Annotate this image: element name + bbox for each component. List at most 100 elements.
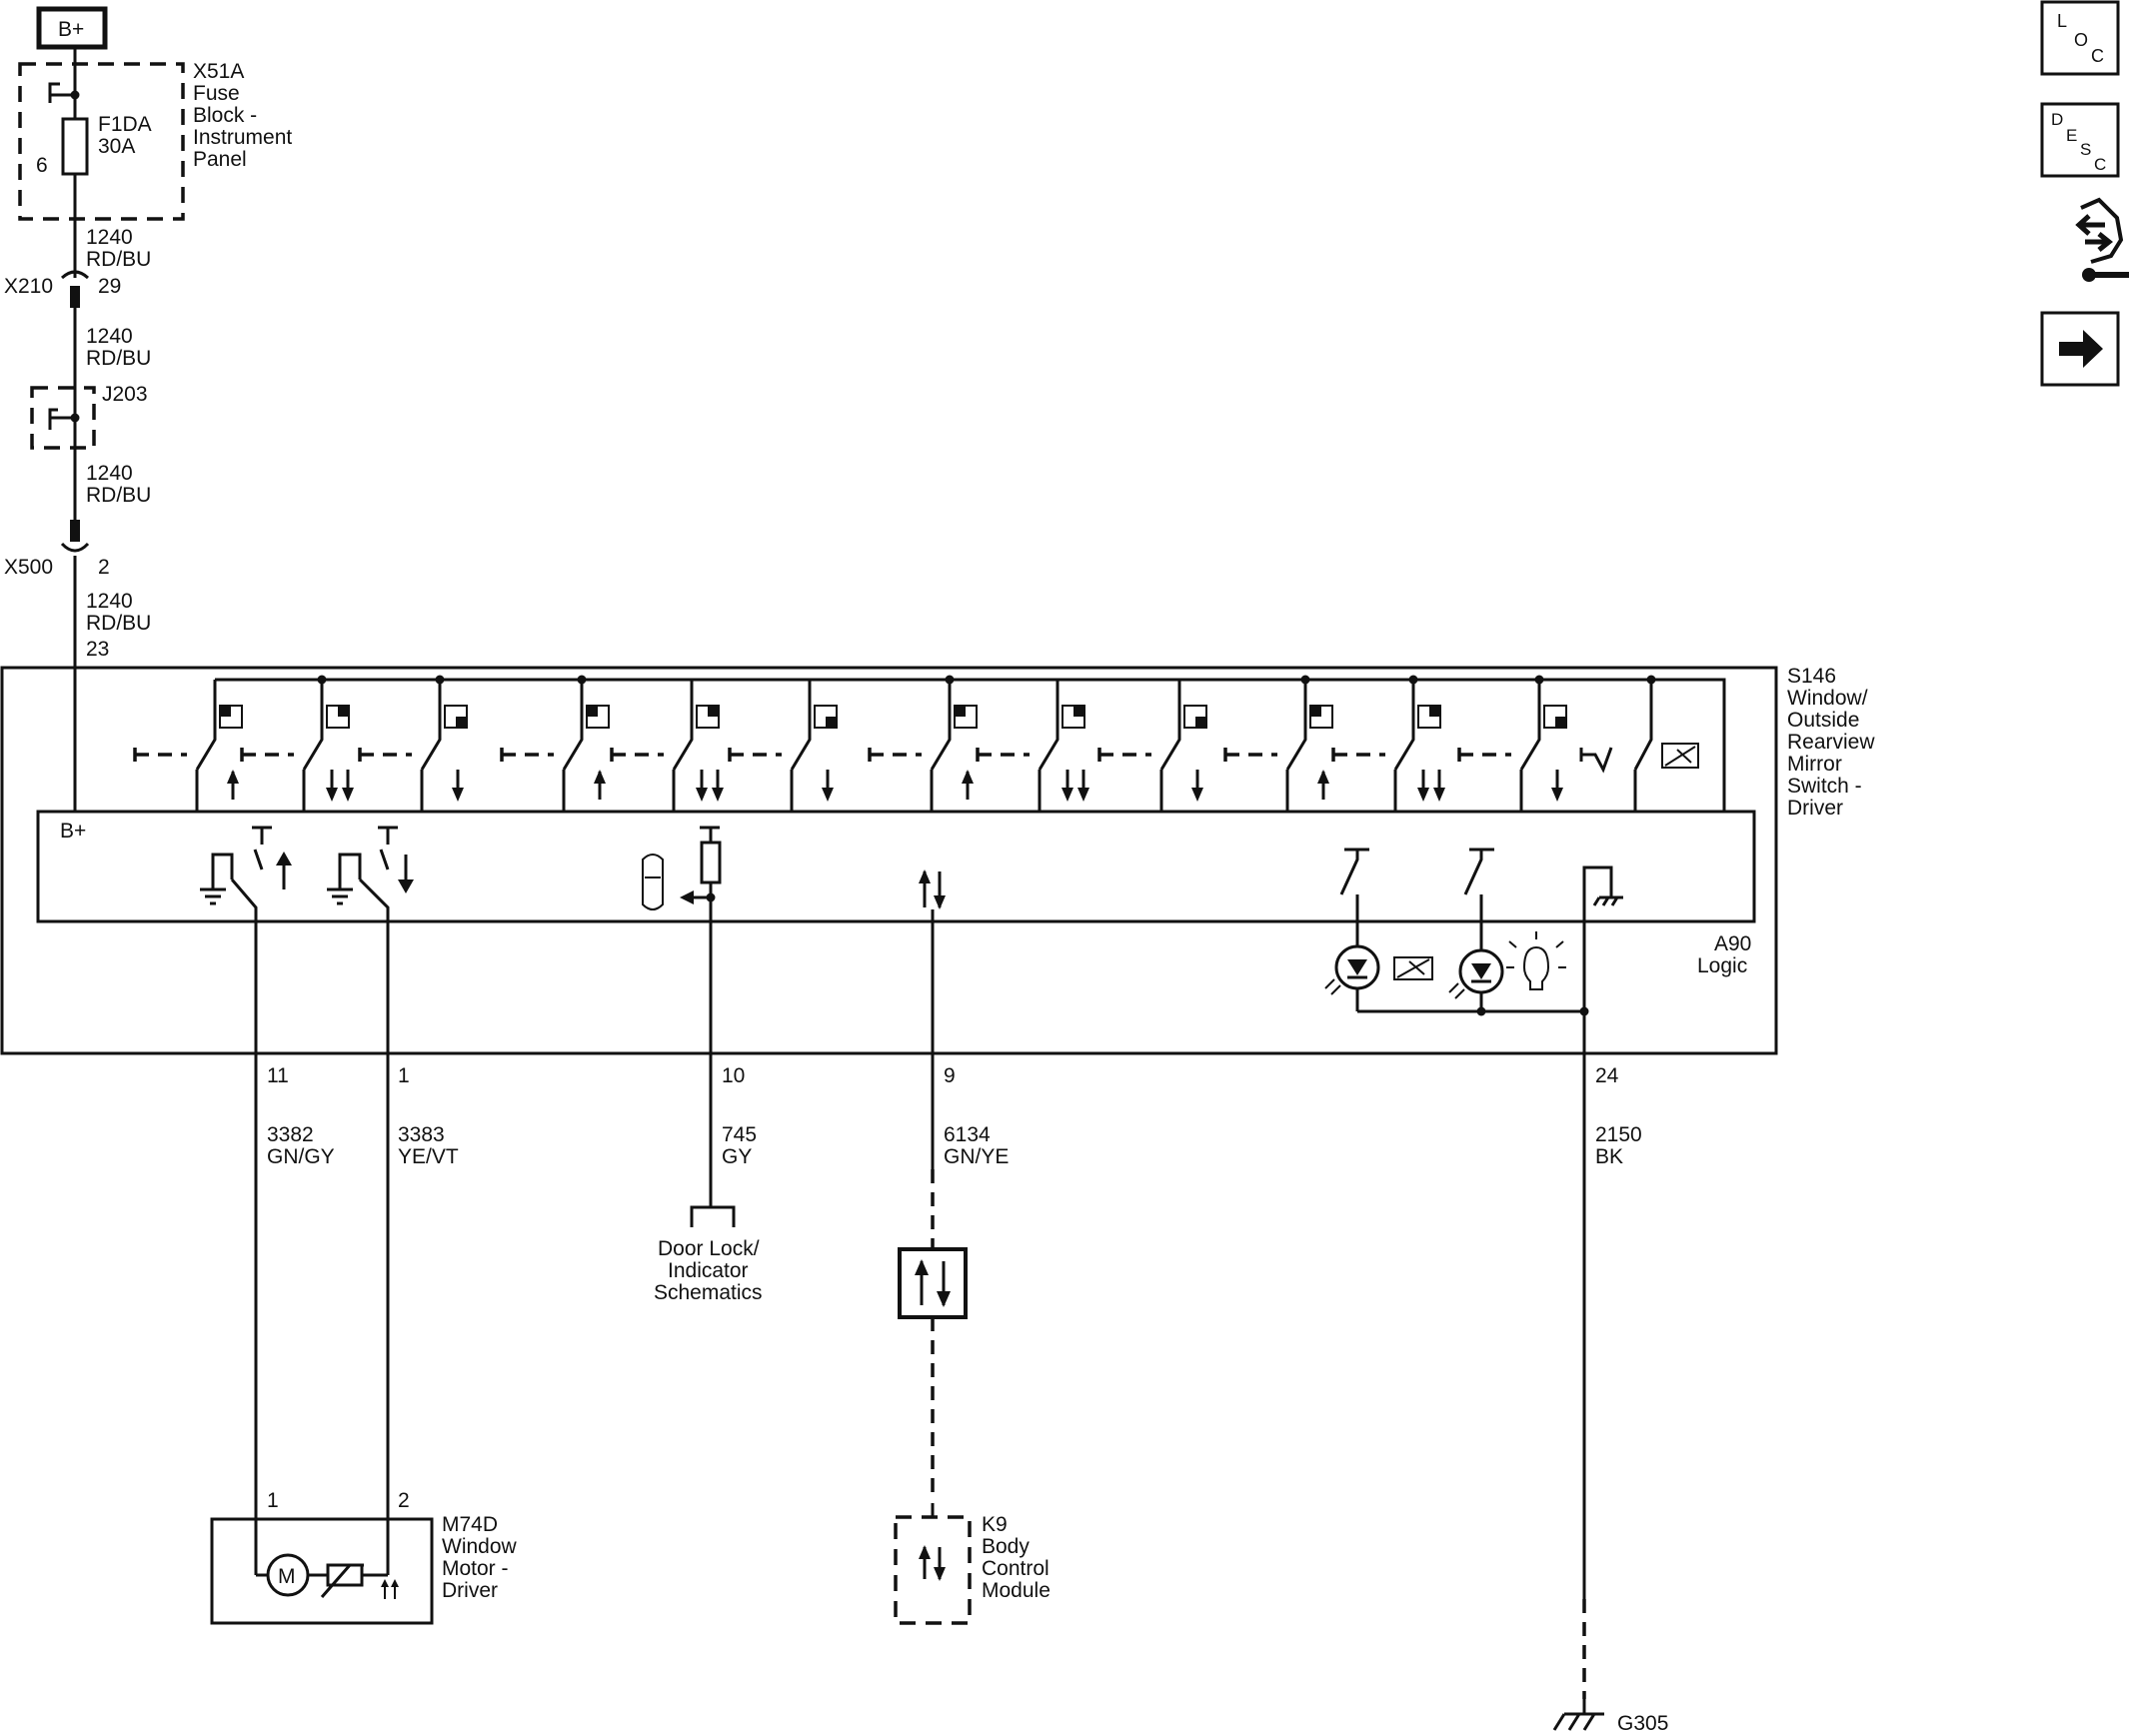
b-plus-source: B+	[36, 6, 108, 50]
svg-text:RD/BU: RD/BU	[86, 612, 151, 635]
bus-junction-dot	[435, 675, 445, 685]
svg-text:Control: Control	[982, 1557, 1050, 1580]
ground-g305: G305	[1552, 1699, 1668, 1735]
svg-text:2150: 2150	[1595, 1123, 1642, 1146]
switch-contact	[1331, 680, 1445, 812]
svg-text:C: C	[2094, 155, 2106, 174]
fuse-rating: 30A	[98, 135, 135, 158]
svg-text:1240: 1240	[86, 325, 133, 348]
svg-text:6134: 6134	[944, 1123, 991, 1146]
switch-contact	[1223, 680, 1333, 812]
svg-text:GN/GY: GN/GY	[267, 1145, 335, 1168]
fuse-name: F1DA	[98, 113, 152, 136]
location-button[interactable]: L O C	[2040, 0, 2120, 76]
next-page-arrow-icon[interactable]	[2040, 311, 2120, 387]
logic-ground	[1582, 866, 1623, 1011]
switch-contacts-row	[133, 675, 1699, 812]
bus-junction-dot	[1300, 675, 1310, 685]
switch-contact	[500, 680, 610, 812]
motor-symbol: M	[278, 1565, 296, 1588]
svg-text:E: E	[2066, 126, 2077, 145]
switch-contact	[1457, 680, 1567, 812]
svg-text:O: O	[2074, 30, 2088, 50]
bus-junction-dot	[1408, 675, 1418, 685]
svg-text:BK: BK	[1595, 1145, 1623, 1168]
svg-text:Window: Window	[442, 1535, 518, 1558]
switch-contact	[1097, 680, 1207, 812]
svg-text:3382: 3382	[267, 1123, 314, 1146]
svg-text:1240: 1240	[86, 462, 133, 485]
fuse-block-name-4: Instrument	[193, 126, 292, 149]
fuse-block-name-3: Block -	[193, 104, 257, 127]
motor-pin-1: 1	[267, 1489, 279, 1512]
svg-text:Schematics: Schematics	[654, 1281, 763, 1304]
svg-text:G305: G305	[1617, 1712, 1668, 1735]
svg-text:Switch -: Switch -	[1787, 775, 1862, 798]
description-button[interactable]: D E S C	[2040, 102, 2120, 178]
svg-text:S146: S146	[1787, 665, 1836, 688]
svg-text:Module: Module	[982, 1579, 1051, 1602]
svg-text:Mirror: Mirror	[1787, 753, 1842, 776]
b-plus-label: B+	[58, 18, 84, 41]
svg-text:Indicator: Indicator	[668, 1259, 749, 1282]
bus-junction-dot	[317, 675, 327, 685]
svg-text:Door Lock/: Door Lock/	[658, 1237, 760, 1260]
svg-text:RD/BU: RD/BU	[86, 347, 151, 370]
window-up-output-switch	[200, 826, 292, 1053]
svg-text:S: S	[2080, 140, 2091, 159]
switch-contact	[358, 680, 468, 812]
svg-text:Outside: Outside	[1787, 709, 1859, 732]
motor-pin-2: 2	[398, 1489, 410, 1512]
svg-text:Logic: Logic	[1697, 954, 1747, 977]
svg-text:745: 745	[722, 1123, 757, 1146]
serial-data-symbol	[919, 869, 946, 1053]
svg-text:Motor -: Motor -	[442, 1557, 509, 1580]
svg-text:Body: Body	[982, 1535, 1030, 1558]
switch-contact	[133, 680, 243, 812]
svg-text:RD/BU: RD/BU	[86, 248, 151, 271]
switch-contact	[868, 680, 978, 812]
svg-text:D: D	[2051, 110, 2063, 129]
ground-wire-2150: 2150 BK G305	[1552, 1053, 1668, 1735]
x210-pin: 29	[98, 275, 121, 298]
connector-service-icon[interactable]	[2075, 197, 2129, 282]
svg-text:3383: 3383	[398, 1123, 445, 1146]
switch-module-s146: S146 Window/ Outside Rearview Mirror Swi…	[0, 665, 1875, 1055]
door-lock-wire-745: 745 GY Door Lock/ Indicator Schematics	[654, 1053, 763, 1304]
svg-text:K9: K9	[982, 1513, 1008, 1536]
logic-bplus-label: B+	[60, 820, 86, 843]
svg-text:Driver: Driver	[442, 1579, 498, 1602]
switch-contact	[728, 680, 838, 812]
window-motor-m74d: 1 2 M M74D Window Motor - Driver	[210, 1489, 518, 1625]
svg-text:M74D: M74D	[442, 1513, 498, 1536]
switch-contact	[240, 680, 354, 812]
svg-text:24: 24	[1595, 1064, 1619, 1087]
feed-wire-1240: 1240 RD/BU X210 29 1240 RD/BU J203 1240 …	[4, 215, 151, 812]
x500-pin: 2	[98, 556, 110, 579]
window-motor-wires: 3382 GN/GY 3383 YE/VT	[254, 1053, 459, 1575]
body-control-module-k9: K9 Body Control Module	[894, 1503, 1051, 1625]
svg-text:C: C	[2091, 46, 2104, 66]
fuse-block-name-5: Panel	[193, 148, 247, 171]
switch-contact	[976, 680, 1089, 812]
j203-label: J203	[102, 383, 148, 406]
svg-text:YE/VT: YE/VT	[398, 1145, 459, 1168]
fuse-block-name-1: X51A	[193, 60, 244, 83]
x210-label: X210	[4, 275, 53, 298]
svg-text:10: 10	[722, 1064, 745, 1087]
fuse-block-name-2: Fuse	[193, 82, 240, 105]
svg-text:Driver: Driver	[1787, 797, 1843, 820]
fuse-block-x51a: 6 F1DA 30A X51A Fuse Block - Instrument …	[18, 47, 292, 221]
svg-text:GY: GY	[722, 1145, 752, 1168]
x500-label: X500	[4, 556, 53, 579]
serial-data-wire-6134: 6134 GN/YE K9 Body Control Module	[894, 1053, 1051, 1625]
backlight-led	[1448, 924, 1566, 1011]
svg-text:Window/: Window/	[1787, 687, 1868, 710]
module-output-pins: 11 1 10 9 24	[267, 1064, 1619, 1087]
svg-text:GN/YE: GN/YE	[944, 1145, 1009, 1168]
switch-contact	[610, 680, 724, 812]
svg-text:9: 9	[944, 1064, 956, 1087]
bus-junction-dot	[577, 675, 587, 685]
svg-text:RD/BU: RD/BU	[86, 484, 151, 507]
